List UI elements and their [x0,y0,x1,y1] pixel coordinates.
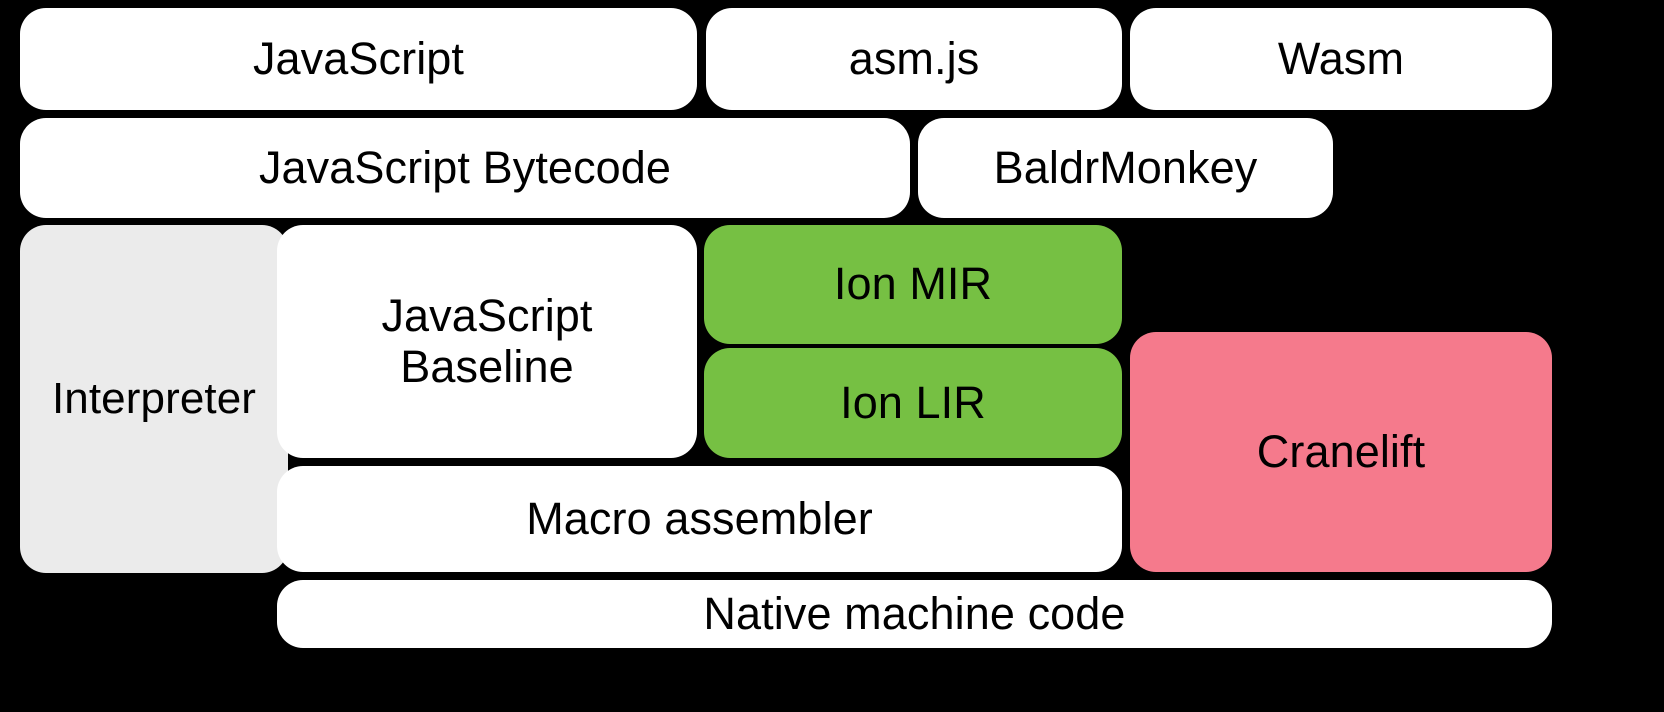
node-javascript-bytecode[interactable]: JavaScript Bytecode [20,118,910,218]
node-ion-mir[interactable]: Ion MIR [704,225,1122,344]
node-native-machine-code[interactable]: Native machine code [277,580,1552,648]
node-wasm[interactable]: Wasm [1130,8,1552,110]
node-macro-assembler[interactable]: Macro assembler [277,466,1122,572]
node-javascript-baseline[interactable]: JavaScript Baseline [277,225,697,458]
node-interpreter[interactable]: Interpreter [20,225,288,573]
node-cranelift[interactable]: Cranelift [1130,332,1552,572]
node-javascript[interactable]: JavaScript [20,8,697,110]
node-asm-js[interactable]: asm.js [706,8,1122,110]
node-ion-lir[interactable]: Ion LIR [704,348,1122,458]
node-baldrmonkey[interactable]: BaldrMonkey [918,118,1333,218]
